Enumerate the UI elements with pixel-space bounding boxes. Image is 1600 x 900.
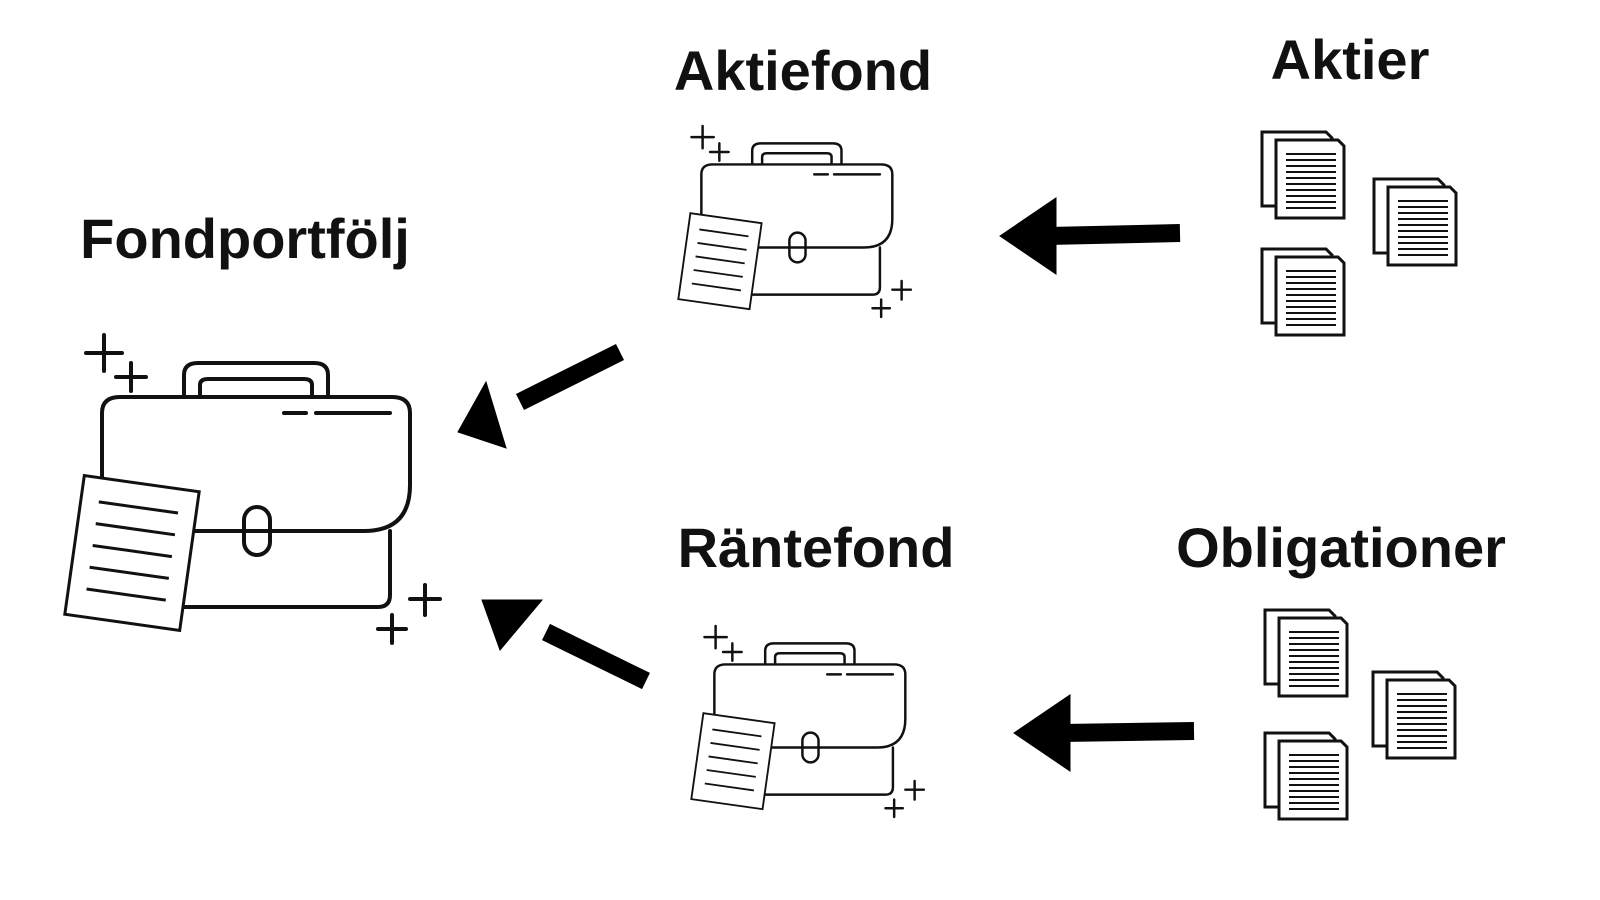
briefcase-icon [62,333,443,645]
label-obligationer: Obligationer [1176,516,1506,579]
document-stack-icon [1260,247,1346,337]
document-stack-icon [1263,608,1349,698]
document-stack-icon [1263,731,1349,821]
document-stack-icon [1371,670,1457,760]
briefcase-icon [690,624,926,819]
label-rantefond: Räntefond [678,516,955,579]
label-fondportfolj: Fondportfölj [80,207,410,270]
briefcase-icon [677,124,913,319]
document-stack-icon [1260,130,1346,220]
arrow-left-icon [999,197,1181,275]
label-aktier: Aktier [1271,28,1430,91]
arrow-left-icon [457,343,625,449]
arrow-left-icon [1013,694,1195,772]
arrow-left-icon [481,599,650,690]
document-stack-icon [1372,177,1458,267]
label-aktiefond: Aktiefond [674,39,932,102]
